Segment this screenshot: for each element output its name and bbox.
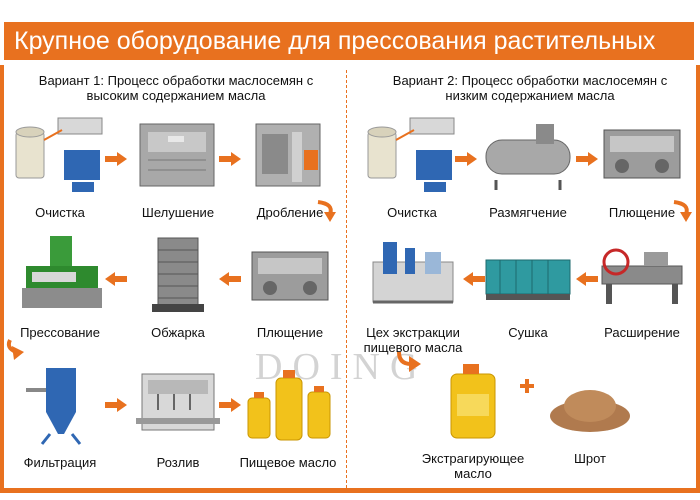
step-label: Шелушение	[141, 205, 215, 220]
v2-step-softening: Размягчение	[478, 110, 578, 220]
v2-step-flaking: Плющение	[592, 110, 692, 220]
meal-pile-icon	[550, 390, 630, 432]
step-label: Экстрагирующее масло	[421, 451, 525, 481]
step-label: Очистка	[35, 205, 85, 220]
right-arrow-icon	[219, 152, 241, 166]
cleaning-machine-icon	[15, 117, 103, 192]
page-title: Крупное оборудование для прессования рас…	[4, 22, 694, 93]
left-arrow-icon	[219, 272, 241, 286]
filter-tank-icon	[26, 368, 82, 445]
v1-step-hulling: Шелушение	[128, 110, 228, 220]
v2-step-cleaning: Очистка	[362, 110, 462, 220]
curve-down-arrow-icon	[317, 200, 336, 222]
bottom-border	[4, 488, 696, 493]
dryer-machine-icon	[485, 259, 571, 300]
huller-machine-icon	[139, 123, 215, 187]
step-label: Цех экстракции пищевого масла	[363, 325, 463, 355]
v2-step-expansion: Расширение	[592, 232, 692, 340]
step-label: Прессование	[20, 325, 100, 340]
right-border	[696, 65, 700, 493]
step-label: Розлив	[156, 455, 200, 470]
v1-step-flaking: Плющение	[240, 232, 340, 340]
oil-bottles-icon	[247, 370, 331, 441]
step-label: Пищевое масло	[239, 455, 337, 470]
right-arrow-icon	[105, 398, 127, 412]
roaster-tower-icon	[152, 237, 204, 312]
extraction-plant-icon	[372, 242, 454, 304]
v1-step-bottling: Розлив	[128, 358, 228, 470]
v2-step-extracted-oil: Экстрагирующее масло	[418, 358, 528, 481]
oil-canister-icon	[450, 364, 496, 439]
curve-down-arrow-icon	[673, 200, 692, 222]
oil-press-icon	[22, 236, 102, 308]
flaker-machine-icon	[251, 251, 329, 301]
variant1-title: Вариант 1: Процесс обработки маслосемян …	[38, 73, 314, 103]
v1-step-filtering: Фильтрация	[10, 358, 110, 470]
step-label: Дробление	[256, 205, 324, 220]
left-arrow-icon	[576, 272, 598, 286]
variant2-title: Вариант 2: Процесс обработки маслосемян …	[392, 73, 668, 103]
step-label: Фильтрация	[23, 455, 97, 470]
step-label: Размягчение	[489, 205, 567, 220]
flaker-machine-icon	[603, 129, 681, 179]
v1-step-roasting: Обжарка	[128, 232, 228, 340]
step-label: Плющение	[608, 205, 676, 220]
left-border	[0, 65, 4, 493]
v2-step-drying: Сушка	[478, 232, 578, 340]
left-arrow-icon	[463, 272, 485, 286]
step-label: Очистка	[387, 205, 437, 220]
curve-down-arrow-icon	[397, 351, 421, 372]
crusher-machine-icon	[255, 123, 321, 187]
expander-machine-icon	[601, 248, 683, 304]
right-arrow-icon	[105, 152, 127, 166]
softening-drum-icon	[485, 124, 571, 190]
step-label: Расширение	[604, 325, 680, 340]
step-label: Сушка	[508, 325, 548, 340]
step-label: Обжарка	[151, 325, 205, 340]
cleaning-machine-icon	[367, 117, 455, 192]
v1-step-cleaning: Очистка	[10, 110, 110, 220]
right-arrow-icon	[576, 152, 598, 166]
step-label: Плющение	[256, 325, 324, 340]
plus-icon	[520, 379, 534, 393]
v1-step-edible-oil: Пищевое масло	[232, 358, 344, 470]
curve-down-arrow-icon	[6, 339, 24, 360]
step-label: Шрот	[573, 451, 607, 466]
left-arrow-icon	[105, 272, 127, 286]
right-arrow-icon	[219, 398, 241, 412]
variant-divider	[346, 70, 348, 488]
v2-step-extraction-plant: Цех экстракции пищевого масла	[356, 232, 470, 355]
v2-step-meal: Шрот	[540, 358, 640, 466]
v1-step-crushing: Дробление	[240, 110, 340, 220]
bottling-machine-icon	[136, 373, 220, 431]
v1-step-pressing: Прессование	[10, 232, 110, 340]
right-arrow-icon	[455, 152, 477, 166]
